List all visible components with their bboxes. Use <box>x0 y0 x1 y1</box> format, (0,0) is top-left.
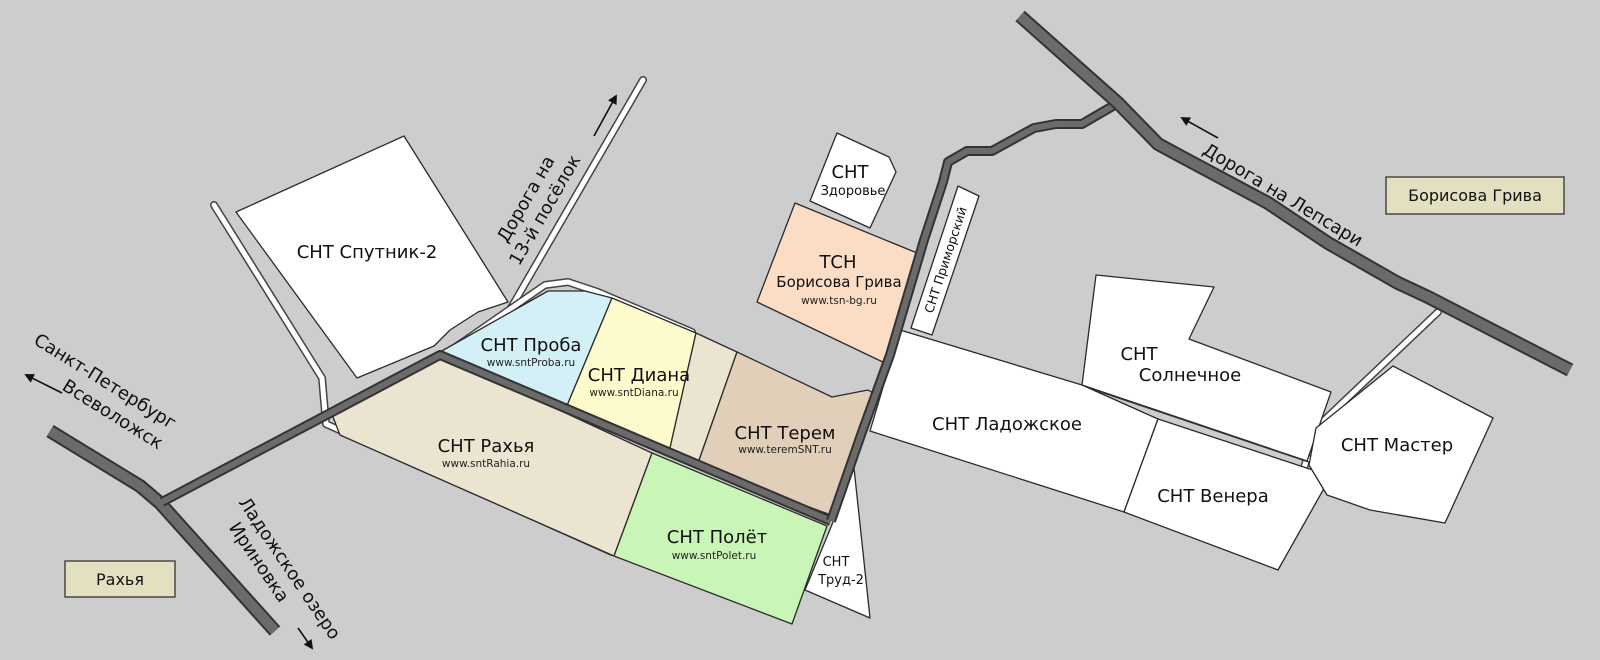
place-borisova-label: Борисова Грива <box>1408 186 1542 205</box>
url-diana: www.sntDiana.ru <box>589 387 678 399</box>
label-ladozhskoe: СНТ Ладожское <box>932 414 1082 435</box>
arrow-spb <box>24 374 63 394</box>
arrow-ladoga <box>297 627 314 650</box>
label-sputnik-2: СНТ Спутник-2 <box>297 242 438 263</box>
url-rakhya: www.sntRahia.ru <box>442 458 530 470</box>
plots <box>235 132 1494 625</box>
plot-primorsky[interactable] <box>910 185 980 336</box>
label-master: СНТ Мастер <box>1341 435 1453 456</box>
place-rakhya: Рахья <box>64 560 176 598</box>
label-diana: СНТ Диана <box>588 365 690 386</box>
place-rakhya-label: Рахья <box>96 570 144 589</box>
plot-labels: СНТ Спутник-2 СНТ Проба www.sntProba.ru … <box>297 162 1453 588</box>
label-spb: Санкт-Петербург Всеволожск <box>30 330 180 455</box>
label-lepsari-text: Дорога на Лепсари <box>1199 139 1366 251</box>
label-terem: СНТ Терем <box>735 423 836 444</box>
plot-solnechnoe[interactable] <box>1081 274 1332 462</box>
label-lepsari: Дорога на Лепсари <box>1199 139 1366 251</box>
url-terem: www.teremSNT.ru <box>738 444 832 456</box>
plot-zdorovie[interactable] <box>809 132 897 229</box>
plot-venera[interactable] <box>1123 418 1332 571</box>
url-proba: www.sntProba.ru <box>487 357 575 369</box>
url-polet: www.sntPolet.ru <box>672 550 757 562</box>
label-trud-line1: СНТ <box>823 555 850 570</box>
label-polet: СНТ Полёт <box>667 527 767 548</box>
plot-sputnik-2[interactable] <box>235 135 509 379</box>
plot-master[interactable] <box>1308 365 1494 524</box>
label-borisova-line1: ТСН <box>818 252 856 273</box>
place-rakhya-box <box>64 560 176 598</box>
major-roads <box>46 10 1574 636</box>
label-solnechnoe-line2: Солнечное <box>1139 365 1241 386</box>
place-borisova-griva: Борисова Грива <box>1385 176 1565 215</box>
label-proba: СНТ Проба <box>481 335 582 356</box>
label-ladoga: Ладожское озеро Ириновка <box>224 493 344 643</box>
plot-polet[interactable] <box>613 452 828 625</box>
label-solnechnoe-line1: СНТ <box>1120 344 1158 365</box>
url-borisova: www.tsn-bg.ru <box>801 295 877 307</box>
arrow-lepsari <box>1180 117 1219 139</box>
label-trud-line2: Труд-2 <box>817 573 864 588</box>
label-borisova-line2: Борисова Грива <box>776 273 901 291</box>
label-zdorovie-line1: СНТ <box>831 162 869 183</box>
place-borisova-box <box>1385 176 1565 215</box>
arrow-to-13 <box>593 94 617 137</box>
label-venera: СНТ Венера <box>1157 486 1269 507</box>
label-zdorovie-line2: Здоровье <box>821 184 886 199</box>
label-rakhya: СНТ Рахья <box>438 436 535 457</box>
